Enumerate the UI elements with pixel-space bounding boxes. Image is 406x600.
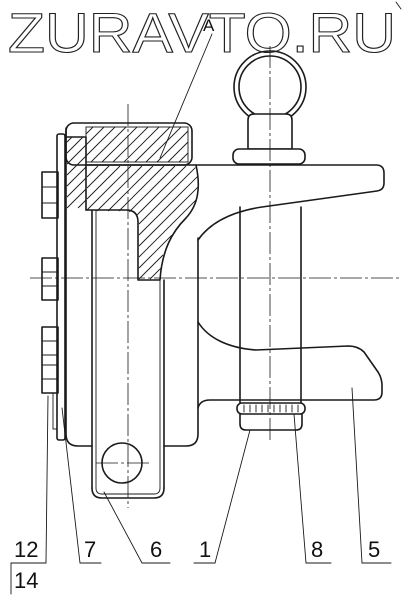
- hatch-line: [86, 165, 132, 211]
- callout-label: 1: [199, 537, 211, 562]
- watermark-text: ZURAVTO.RU: [8, 1, 396, 64]
- section-hatching: [66, 126, 200, 280]
- bolt-head: [41, 171, 59, 219]
- section-marker: A: [159, 16, 215, 159]
- callout-leader: [214, 429, 251, 564]
- hatch-line: [66, 177, 87, 198]
- hatch-line: [86, 165, 110, 189]
- hatch-line: [107, 165, 154, 212]
- hatch-line: [156, 130, 189, 163]
- hatch-line: [178, 152, 189, 163]
- callouts: 12 14 7 6 1 8 5: [10, 387, 392, 595]
- pin-1: [232, 50, 307, 431]
- body-section: [65, 122, 200, 447]
- hatch-line: [90, 126, 127, 163]
- bolt-lower: [41, 326, 59, 394]
- hatch-line: [85, 126, 105, 146]
- callout-label: 6: [150, 537, 162, 562]
- bolt-head: [41, 326, 59, 394]
- callout-leader: [45, 395, 49, 564]
- callout-leader: [61, 407, 81, 564]
- hatch-line: [138, 185, 200, 247]
- hatch-line: [123, 126, 160, 163]
- jaw-5: [195, 164, 385, 409]
- top-cap-outline: [65, 122, 193, 166]
- callout-label: 8: [311, 537, 323, 562]
- hatch-line: [77, 199, 87, 209]
- hatch-line: [86, 165, 121, 200]
- hatch-line: [112, 126, 149, 163]
- body-left-edge: [65, 127, 93, 447]
- callout-label: 7: [84, 537, 96, 562]
- section-leader: [159, 33, 213, 159]
- callout-label: 14: [14, 568, 38, 593]
- callout-leader: [293, 413, 307, 564]
- hatch-line: [85, 126, 94, 135]
- hatch-line: [86, 165, 99, 178]
- hatch-line: [85, 126, 116, 157]
- pin-nut: [239, 413, 303, 431]
- callout-leader: [351, 387, 363, 564]
- hatch-line: [66, 166, 87, 187]
- plate-outline: [56, 133, 66, 441]
- hatch-line: [66, 144, 87, 165]
- hatch-line: [101, 126, 138, 163]
- hatch-line: [145, 126, 182, 163]
- hatch-line: [96, 165, 143, 212]
- hatch-line: [118, 165, 165, 212]
- watermark: ZURAVTO.RU: [7, 0, 396, 64]
- callout-leader: [103, 491, 143, 564]
- hatch-line: [66, 188, 87, 209]
- centerlines: [30, 46, 402, 508]
- hatch-line: [138, 199, 197, 258]
- hatch-line: [136, 165, 187, 216]
- hatch-line: [66, 136, 73, 143]
- mounting-plate: [52, 133, 66, 441]
- bolt-head: [41, 257, 59, 301]
- pin-collar: [232, 148, 306, 165]
- callout-label: 5: [368, 537, 380, 562]
- upper-jaw-arm: [195, 164, 385, 241]
- body-right-edge: [163, 237, 199, 447]
- spring-washer-coils: [243, 404, 299, 413]
- hatch-line: [149, 267, 162, 280]
- hatch-line: [138, 234, 173, 269]
- bolts: [41, 171, 59, 394]
- corner-mark: [395, 1, 402, 10]
- hatch-line: [66, 136, 84, 154]
- hatch-line: [138, 167, 196, 225]
- spring-washer-8: [236, 402, 306, 415]
- hatch-line: [134, 126, 171, 163]
- bolt-middle: [41, 257, 59, 301]
- hatch-line: [138, 176, 198, 236]
- hatch-line: [128, 165, 176, 213]
- body-section-contour: [85, 164, 200, 281]
- hatch-line: [138, 254, 164, 280]
- lower-jaw-arm: [197, 321, 383, 409]
- hatch-line: [167, 141, 189, 163]
- left-strip-outline: [65, 136, 87, 211]
- section-label: A: [203, 16, 215, 35]
- callout-label: 12: [14, 537, 38, 562]
- bolt-upper: [41, 171, 59, 219]
- eye-stem: [247, 113, 293, 150]
